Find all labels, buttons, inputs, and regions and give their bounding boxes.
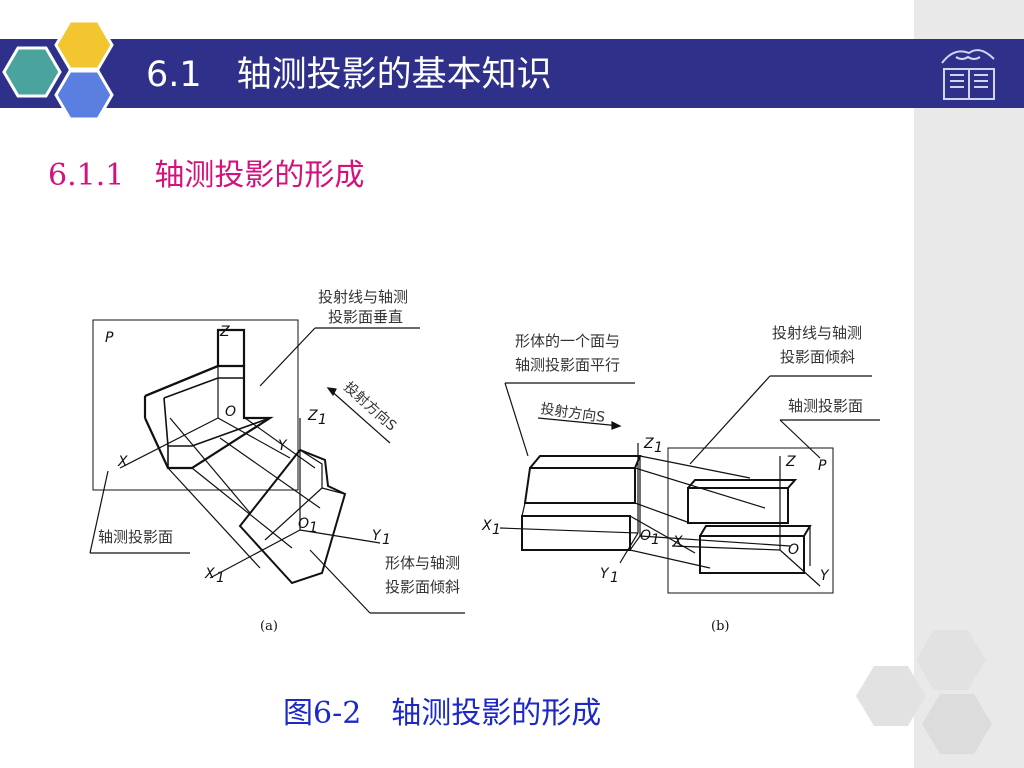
label-plane-b: 轴测投影面 (788, 397, 863, 415)
label-inclined-b-line2: 投影面倾斜 (780, 348, 855, 366)
axonometric-figure: 投射线与轴测 投影面垂直 投射方向S 轴测投影面 形体与轴测 投影面倾斜 P Z… (89, 288, 880, 634)
label-inclined-a-line2: 投影面倾斜 (385, 578, 460, 596)
axis-o-b: O (788, 542, 799, 558)
axis-p-b: P (818, 458, 827, 474)
dragon-book-logo-icon (941, 49, 995, 100)
axis-x1-sub-a: 1 (216, 570, 225, 586)
label-plane-a: 轴测投影面 (98, 528, 173, 546)
axis-z1-sub-b: 1 (654, 440, 663, 456)
logo-area (914, 39, 1024, 108)
axis-o1-b: O (640, 528, 651, 544)
axis-o1-sub-b: 1 (651, 532, 660, 548)
axis-o1-sub-a: 1 (309, 520, 318, 536)
projection-plane-a (92, 319, 299, 491)
title-bar (0, 39, 914, 108)
axis-y1-b: Y (600, 566, 610, 582)
axis-x-a: X (117, 454, 128, 470)
axis-y-a: Y (278, 438, 288, 454)
decorative-hexagons-icon (856, 630, 992, 754)
axis-y-b: Y (820, 568, 830, 584)
axis-z1-sub-a: 1 (318, 412, 327, 428)
axis-y1-sub-a: 1 (382, 532, 391, 548)
label-perpendicular-line2: 投影面垂直 (328, 308, 403, 326)
figure-caption: 图6-2 轴测投影的形成 (283, 696, 602, 731)
axis-z1-b: Z (643, 436, 654, 452)
axis-x1-sub-b: 1 (492, 522, 501, 538)
axis-x1-a: X (204, 566, 215, 582)
axis-x1-b: X (481, 518, 492, 534)
sublabel-a: (a) (260, 619, 278, 634)
axis-z1-a: Z (307, 408, 318, 424)
label-parallel-line2: 轴测投影面平行 (515, 356, 620, 374)
page-title: 6.1 轴测投影的基本知识 (146, 55, 552, 95)
label-inclined-b-line1: 投射线与轴测 (772, 324, 862, 342)
label-parallel-line1: 形体的一个面与 (515, 332, 620, 350)
axis-z-b: Z (785, 454, 796, 470)
section-subtitle: 6.1.1 轴测投影的形成 (48, 158, 365, 193)
axis-x-b: X (672, 534, 683, 550)
label-direction-b: 投射方向S (539, 401, 606, 426)
axis-o-a: O (225, 404, 236, 420)
sublabel-b: (b) (711, 619, 729, 634)
projection-plane-b (667, 447, 834, 594)
axis-z-a: Z (219, 324, 230, 340)
label-inclined-a-line1: 形体与轴测 (385, 554, 460, 572)
axis-y1-a: Y (372, 528, 382, 544)
axis-y1-sub-b: 1 (610, 570, 619, 586)
hexagon-cluster-icon (2, 19, 114, 121)
axis-p-a: P (105, 330, 114, 346)
axis-o1-a: O (298, 516, 309, 532)
label-perpendicular-line1: 投射线与轴测 (318, 288, 408, 306)
